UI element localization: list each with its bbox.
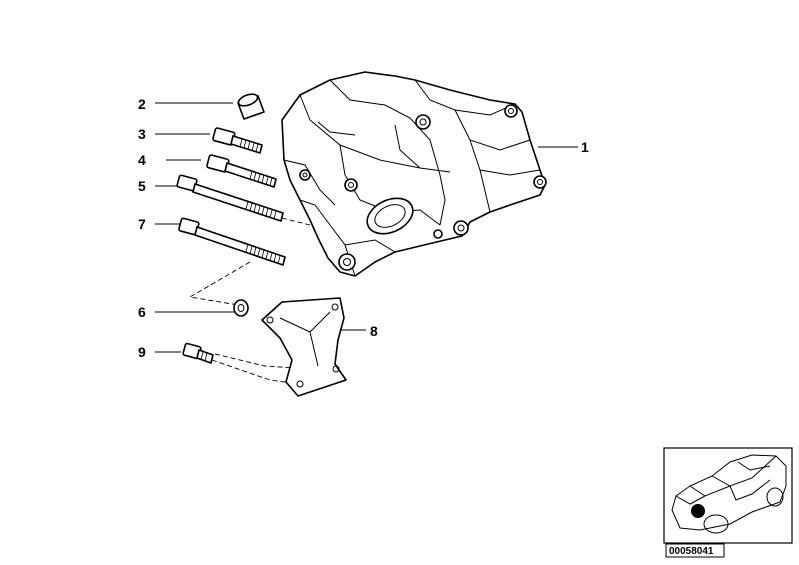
- car-outline-icon: [671, 454, 787, 534]
- location-marker-icon: [691, 504, 705, 518]
- reference-code-box: 00058041: [665, 543, 725, 558]
- part-1-bracket[interactable]: [281, 71, 547, 277]
- part-4-bolt[interactable]: [206, 154, 277, 188]
- reference-code: 00058041: [669, 546, 714, 557]
- callout-3[interactable]: 3: [138, 126, 146, 142]
- part-7-bolt[interactable]: [178, 217, 286, 266]
- part-6-washer[interactable]: [233, 299, 249, 317]
- part-2-sleeve[interactable]: [237, 92, 265, 120]
- callout-7[interactable]: 7: [138, 216, 146, 232]
- callout-6[interactable]: 6: [138, 304, 146, 320]
- callout-4[interactable]: 4: [138, 152, 146, 168]
- callout-8[interactable]: 8: [370, 323, 378, 339]
- vehicle-locator-inset: [663, 447, 793, 544]
- callout-2[interactable]: 2: [138, 96, 146, 112]
- part-9-bolt[interactable]: [182, 342, 214, 364]
- part-3-bolt[interactable]: [212, 127, 263, 154]
- leader-lines: [155, 102, 578, 353]
- part-8-plate[interactable]: [261, 297, 347, 397]
- callout-9[interactable]: 9: [138, 344, 146, 360]
- callout-5[interactable]: 5: [138, 178, 146, 194]
- callout-1[interactable]: 1: [581, 139, 589, 155]
- part-5-bolt[interactable]: [176, 174, 284, 222]
